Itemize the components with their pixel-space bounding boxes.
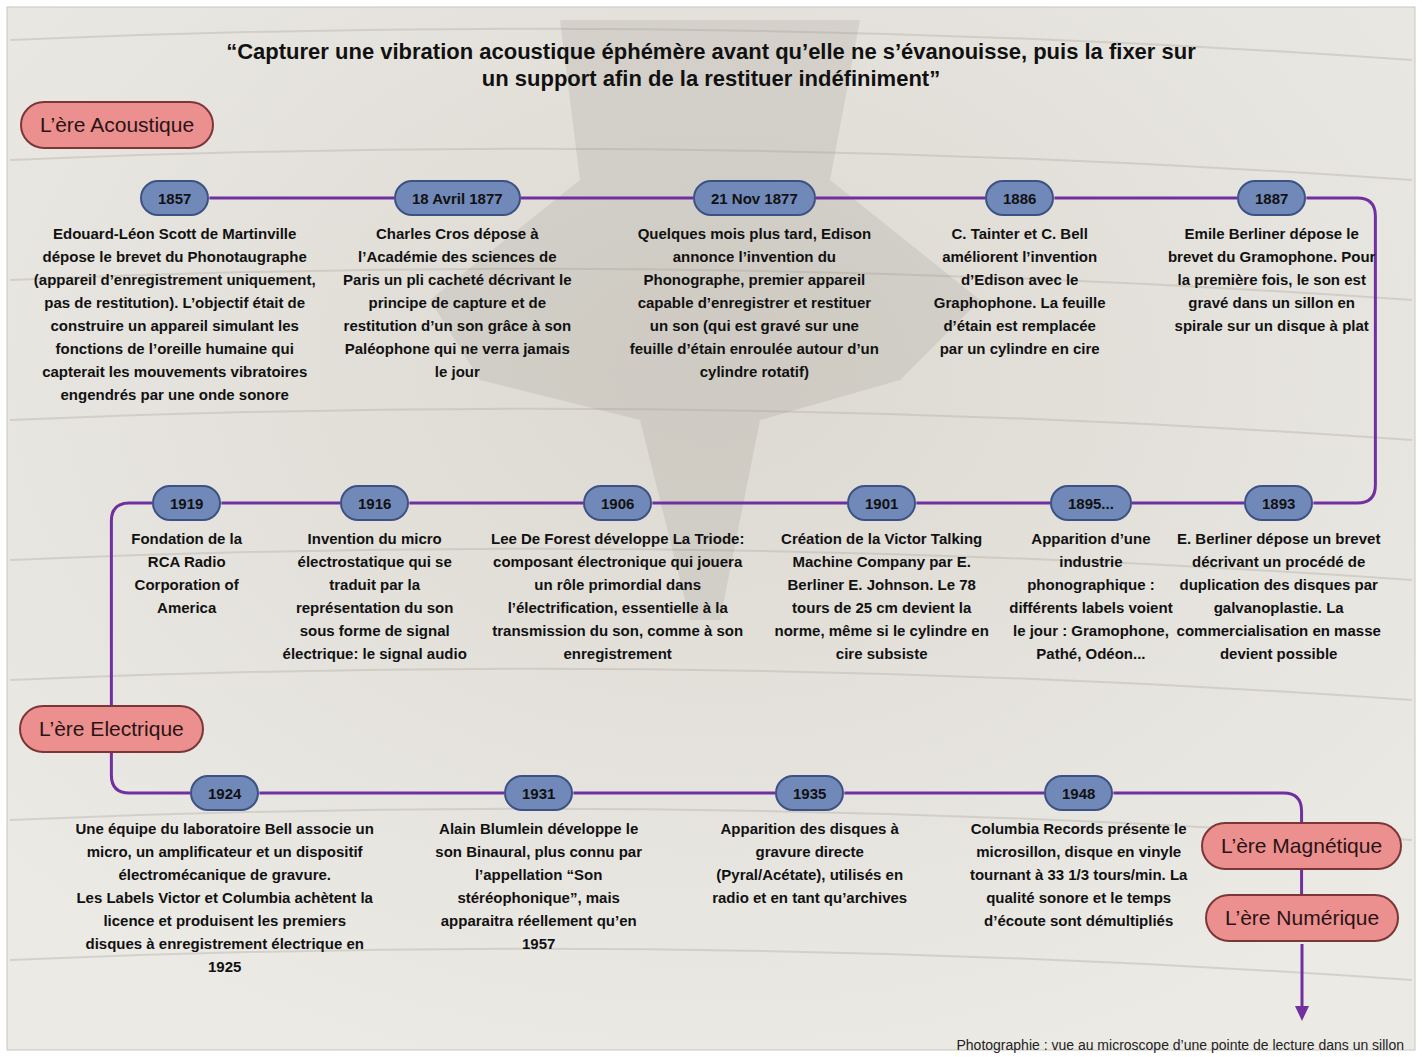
event-description: C. Tainter et C. Bell améliorent l’inven… (930, 222, 1110, 360)
era-name: L’ère Acoustique (40, 113, 194, 137)
timeline-line (652, 502, 847, 505)
era-name: L’ère Magnétique (1221, 834, 1382, 858)
date-pill: 1886C. Tainter et C. Bell améliorent l’i… (985, 180, 1054, 216)
timeline-line (259, 792, 504, 795)
date-pill: 1895...Apparition d’une industrie phonog… (1050, 485, 1132, 521)
description-text: Quelques mois plus tard, Edison annonce … (627, 222, 882, 383)
timeline-line (111, 753, 190, 793)
description-text: Lee De Forest développe La Triode: compo… (490, 527, 745, 665)
date-text: 1886 (1003, 190, 1036, 207)
event-description: Fondation de la RCA Radio Corporation of… (122, 527, 252, 619)
event-description: Quelques mois plus tard, Edison annonce … (627, 222, 882, 383)
description-text: Les Labels Victor et Columbia achètent l… (75, 886, 375, 978)
date-text: 1893 (1262, 495, 1295, 512)
event-description: Apparition des disques à gravure directe… (707, 817, 912, 909)
timeline-line (521, 197, 693, 200)
date-pill: 18 Avril 1877Charles Cros dépose à l’Aca… (394, 180, 521, 216)
timeline-line (844, 792, 1044, 795)
description-text: Fondation de la RCA Radio Corporation of… (122, 527, 252, 619)
date-text: 1924 (208, 785, 241, 802)
description-text: Invention du micro électrostatique qui s… (277, 527, 472, 665)
description-text: Apparition des disques à gravure directe… (707, 817, 912, 909)
date-pill: 1924Une équipe du laboratoire Bell assoc… (190, 775, 259, 811)
timeline-line (1113, 793, 1301, 822)
date-text: 1916 (358, 495, 391, 512)
description-text: Charles Cros dépose à l’Académie des sci… (342, 222, 572, 383)
event-description: Emile Berliner dépose le brevet du Gramo… (1164, 222, 1379, 337)
era-label: L’ère Numérique (1205, 894, 1399, 942)
date-pill: 1919Fondation de la RCA Radio Corporatio… (152, 485, 221, 521)
end-arrow-head (1295, 1006, 1309, 1021)
date-pill: 1906Lee De Forest développe La Triode: c… (583, 485, 652, 521)
date-pill: 1887Emile Berliner dépose le brevet du G… (1237, 180, 1306, 216)
date-pill: 1935Apparition des disques à gravure dir… (775, 775, 844, 811)
date-text: 1931 (522, 785, 555, 802)
date-text: 1887 (1255, 190, 1288, 207)
end-arrow (1295, 944, 1309, 1021)
event-description: Columbia Records présente le microsillon… (969, 817, 1189, 932)
title-quote: “Capturer une vibration acoustique éphém… (211, 38, 1211, 92)
date-pill: 21 Nov 1877Quelques mois plus tard, Edis… (693, 180, 816, 216)
date-text: 18 Avril 1877 (412, 190, 503, 207)
date-pill: 1901Création de la Victor Talking Machin… (847, 485, 916, 521)
event-description: Invention du micro électrostatique qui s… (277, 527, 472, 665)
event-description: Apparition d’une industrie phonographiqu… (1008, 527, 1173, 665)
date-pill: 1857Edouard-Léon Scott de Martinville dé… (140, 180, 209, 216)
timeline-line (1300, 870, 1303, 894)
date-text: 1895... (1068, 495, 1114, 512)
event-description: Edouard-Léon Scott de Martinville dépose… (25, 222, 325, 406)
date-pill: 1893E. Berliner dépose un brevet décriva… (1244, 485, 1313, 521)
date-text: 1857 (158, 190, 191, 207)
date-text: 1935 (793, 785, 826, 802)
date-text: 1919 (170, 495, 203, 512)
event-description: Une équipe du laboratoire Bell associe u… (75, 817, 375, 978)
end-arrow-line (1301, 944, 1304, 1008)
date-text: 1906 (601, 495, 634, 512)
description-text: C. Tainter et C. Bell améliorent l’inven… (930, 222, 1110, 360)
photo-caption: Photographie : vue au microscope d’une p… (956, 1036, 1404, 1054)
timeline-line (1132, 502, 1244, 505)
description-text: Edouard-Léon Scott de Martinville dépose… (25, 222, 325, 406)
timeline-line (816, 197, 985, 200)
event-description: E. Berliner dépose un brevet décrivant u… (1176, 527, 1381, 665)
era-name: L’ère Numérique (1225, 906, 1379, 930)
date-pill: 1948Columbia Records présente le microsi… (1044, 775, 1113, 811)
date-text: 21 Nov 1877 (711, 190, 798, 207)
description-text: Une équipe du laboratoire Bell associe u… (75, 817, 375, 886)
photo-ground (7, 7, 1415, 1050)
description-text: Columbia Records présente le microsillon… (969, 817, 1189, 932)
timeline-line (916, 502, 1050, 505)
event-description: Charles Cros dépose à l’Académie des sci… (342, 222, 572, 383)
timeline-line (221, 502, 340, 505)
timeline-line (1054, 197, 1237, 200)
description-text: Création de la Victor Talking Machine Co… (767, 527, 997, 665)
era-label: L’ère Magnétique (1201, 822, 1402, 870)
event-description: Création de la Victor Talking Machine Co… (767, 527, 997, 665)
era-name: L’ère Electrique (39, 717, 184, 741)
timeline-line (209, 197, 394, 200)
description-text: Emile Berliner dépose le brevet du Gramo… (1164, 222, 1379, 337)
date-text: 1901 (865, 495, 898, 512)
date-pill: 1931Alain Blumlein développe le son Bina… (504, 775, 573, 811)
timeline-line (573, 792, 775, 795)
timeline-line (409, 502, 583, 505)
era-label: L’ère Acoustique (20, 101, 214, 149)
date-text: 1948 (1062, 785, 1095, 802)
event-description: Alain Blumlein développe le son Binaural… (426, 817, 651, 955)
timeline-line (1306, 198, 1375, 503)
description-text: E. Berliner dépose un brevet décrivant u… (1176, 527, 1381, 665)
date-pill: 1916Invention du micro électrostatique q… (340, 485, 409, 521)
era-label: L’ère Electrique (19, 705, 204, 753)
description-text: Alain Blumlein développe le son Binaural… (426, 817, 651, 955)
description-text: Apparition d’une industrie phonographiqu… (1008, 527, 1173, 665)
event-description: Lee De Forest développe La Triode: compo… (490, 527, 745, 665)
